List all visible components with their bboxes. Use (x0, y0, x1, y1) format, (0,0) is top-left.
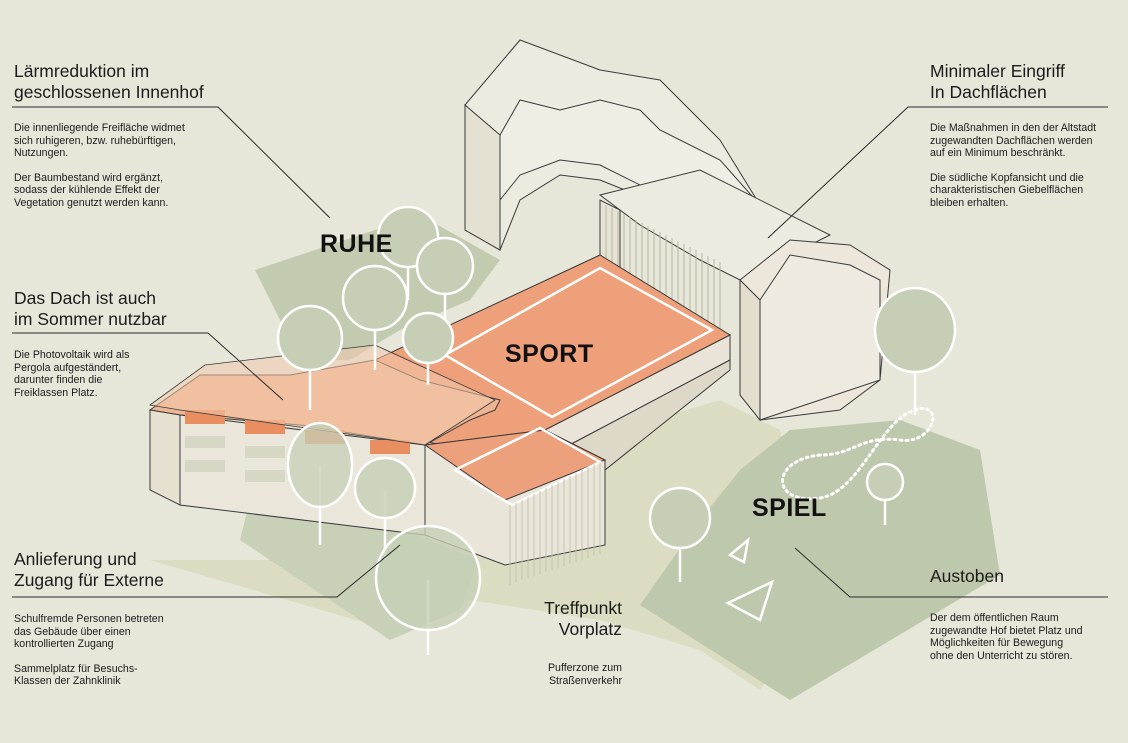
front-fins (509, 462, 601, 585)
annotation-title-laerm: Lärmreduktion im geschlossenen Innenhof (14, 61, 204, 102)
zone-label-ruhe: RUHE (320, 230, 393, 258)
leader-lines (12, 106, 1108, 598)
tree-icon (873, 286, 957, 374)
figure-eight-track (781, 407, 935, 501)
annotation-text-anlieferung: Schulfremde Personen betreten das Gebäud… (14, 613, 164, 688)
tree-icon (415, 236, 475, 296)
trees (276, 205, 957, 655)
play-ground (640, 420, 1000, 700)
triangle-icon (725, 579, 775, 622)
tree-icon (341, 264, 409, 332)
tree-icon (401, 311, 455, 365)
tree-icon (286, 421, 354, 509)
tree-icon (353, 456, 417, 520)
annotation-title-treffpunkt: Treffpunkt Vorplatz (544, 598, 622, 639)
tree-icon (374, 524, 482, 632)
annotation-title-austoben: Austoben (930, 566, 1004, 586)
tree-icon (648, 486, 712, 550)
triangle-icon (727, 536, 750, 564)
tree-icon (865, 462, 905, 502)
annotation-title-anlieferung: Anlieferung und Zugang für Externe (14, 549, 164, 590)
annotation-text-austoben: Der dem öffentlichen Raum zugewandte Hof… (930, 612, 1083, 662)
tree-icon (276, 304, 344, 372)
pv-pergola (148, 344, 496, 446)
annotation-title-dach: Das Dach ist auch im Sommer nutzbar (14, 288, 167, 329)
zone-label-spiel: SPIEL (752, 494, 827, 522)
sport-court-outline (442, 266, 715, 419)
zone-label-sport: SPORT (505, 340, 594, 368)
annotation-text-treffpunkt: Pufferzone zum Straßenverkehr (547, 662, 622, 687)
annotation-text-eingriff: Die Maßnahmen in den der Altstadt zugewa… (930, 122, 1097, 209)
annotation-text-laerm: Die innenliegende Freifläche widmet sich… (14, 122, 185, 209)
annotation-text-dach: Die Photovoltaik wird als Pergola aufges… (14, 349, 130, 399)
annotation-title-eingriff: Minimaler Eingriff In Dachflächen (930, 61, 1065, 102)
